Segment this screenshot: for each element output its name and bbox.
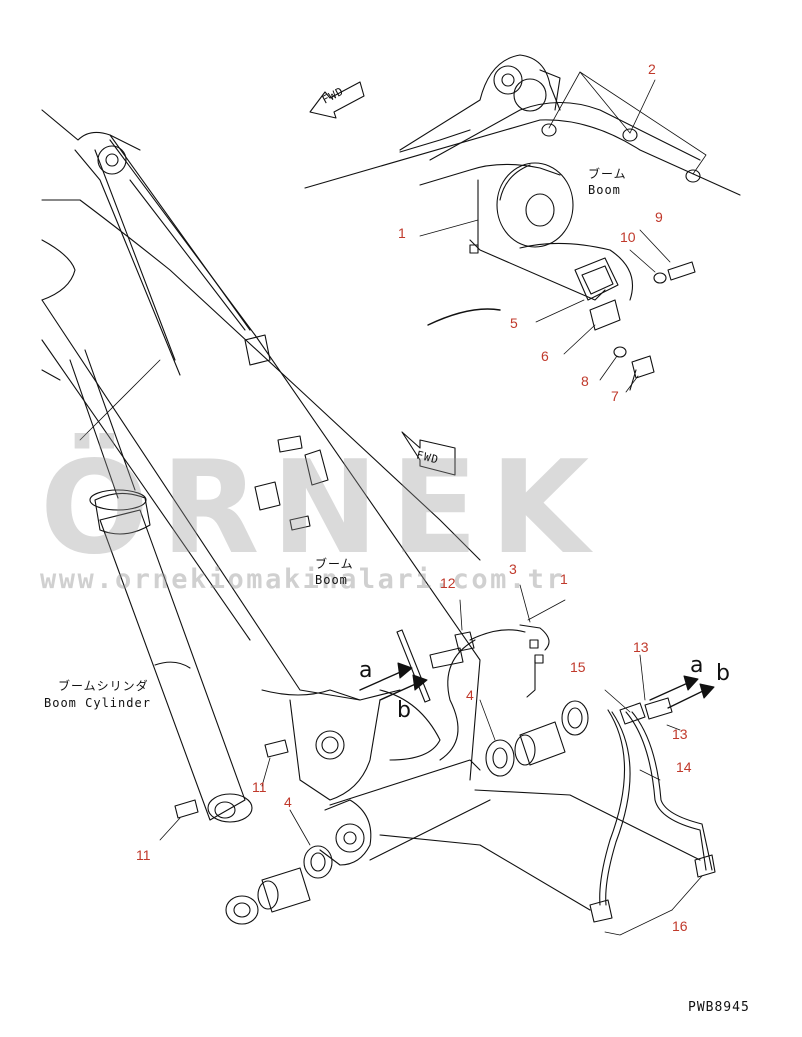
boom-label-mid-en: Boom: [315, 573, 348, 587]
bushing-ring-left: [225, 895, 259, 925]
callout-4-left: 4: [284, 794, 292, 810]
callout-12: 12: [440, 575, 456, 591]
callout-7: 7: [611, 388, 619, 404]
fwd-arrow-upper: [309, 81, 365, 119]
boom-label-mid-jp: ブーム: [315, 557, 354, 571]
boom-outline-left: [41, 109, 141, 151]
callout-6: 6: [541, 348, 549, 364]
callout-11-mid: 11: [252, 779, 267, 795]
boom-boss: [496, 162, 574, 248]
view-marker-b-right: b: [716, 661, 730, 686]
boom-top-outline: [304, 119, 741, 196]
cylinder-label-en: Boom Cylinder: [44, 696, 151, 710]
view-marker-a-left: a: [359, 658, 373, 683]
callout-15: 15: [570, 659, 586, 675]
callout-10: 10: [620, 229, 636, 245]
callout-1-lower: 1: [560, 571, 568, 587]
boom-pin-upper: [493, 65, 523, 95]
watermark-brand: ÖRNEK: [40, 434, 602, 583]
callout-1-upper: 1: [398, 225, 406, 241]
tube-15: [599, 709, 626, 906]
watermark-url: www.ornekiomakinalari.com.tr: [40, 564, 566, 595]
callout-3: 3: [509, 561, 517, 577]
callout-16: 16: [672, 918, 688, 934]
callout-5: 5: [510, 315, 518, 331]
callout-11-lower: 11: [136, 847, 151, 863]
callout-13-lower: 13: [672, 726, 688, 742]
callout-13-upper: 13: [633, 639, 649, 655]
boom-pin-left: [97, 145, 127, 175]
callout-4-right: 4: [466, 687, 474, 703]
callout-8: 8: [581, 373, 589, 389]
boom-foot-pin: [315, 730, 345, 760]
callout-14: 14: [676, 759, 692, 775]
tube-14: [625, 711, 707, 871]
view-marker-b-left: b: [397, 698, 411, 723]
boom-cylinder: [99, 509, 246, 821]
view-marker-a-right: a: [690, 653, 704, 678]
callout-9: 9: [655, 209, 663, 225]
bushing-ring-right: [485, 739, 515, 777]
boom-label-upper-jp: ブーム: [588, 167, 627, 181]
boom-label-upper-en: Boom: [588, 183, 621, 197]
cylinder-label-jp: ブームシリンダ: [58, 679, 149, 693]
callout-2: 2: [648, 61, 656, 77]
drawing-code: PWB8945: [688, 1000, 750, 1015]
fwd-arrow-lower: [401, 431, 456, 476]
